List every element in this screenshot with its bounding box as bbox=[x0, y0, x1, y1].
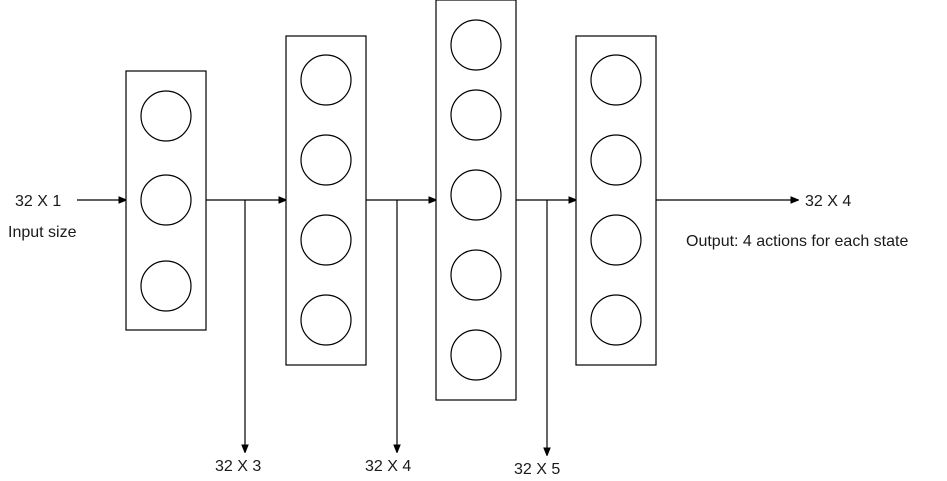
layer-3-node bbox=[450, 89, 502, 141]
layer-4-node bbox=[590, 134, 642, 186]
layer-3-node bbox=[450, 19, 502, 71]
layer-4-node bbox=[590, 214, 642, 266]
layer-1-node bbox=[140, 90, 192, 142]
layer-3 bbox=[435, 0, 517, 401]
layer-1 bbox=[125, 70, 207, 331]
layer-2-node bbox=[300, 54, 352, 106]
layer-1-node bbox=[140, 260, 192, 312]
layer-2-node bbox=[300, 214, 352, 266]
tap-label-1: 32 X 3 bbox=[215, 458, 261, 475]
layer-2-node bbox=[300, 294, 352, 346]
layer-2 bbox=[285, 35, 367, 366]
layer-3-node bbox=[450, 249, 502, 301]
input-caption: Input size bbox=[8, 224, 77, 241]
input-shape-label: 32 X 1 bbox=[15, 193, 61, 210]
layer-3-node bbox=[450, 329, 502, 381]
layer-3-node bbox=[450, 169, 502, 221]
output-caption: Output: 4 actions for each state bbox=[686, 233, 908, 250]
layer-4 bbox=[575, 35, 657, 366]
layer-2-node bbox=[300, 134, 352, 186]
tap-label-2: 32 X 4 bbox=[365, 458, 411, 475]
layer-1-node bbox=[140, 174, 192, 226]
output-shape-label: 32 X 4 bbox=[805, 193, 851, 210]
layer-4-node bbox=[590, 294, 642, 346]
layer-4-node bbox=[590, 54, 642, 106]
tap-label-3: 32 X 5 bbox=[514, 461, 560, 478]
